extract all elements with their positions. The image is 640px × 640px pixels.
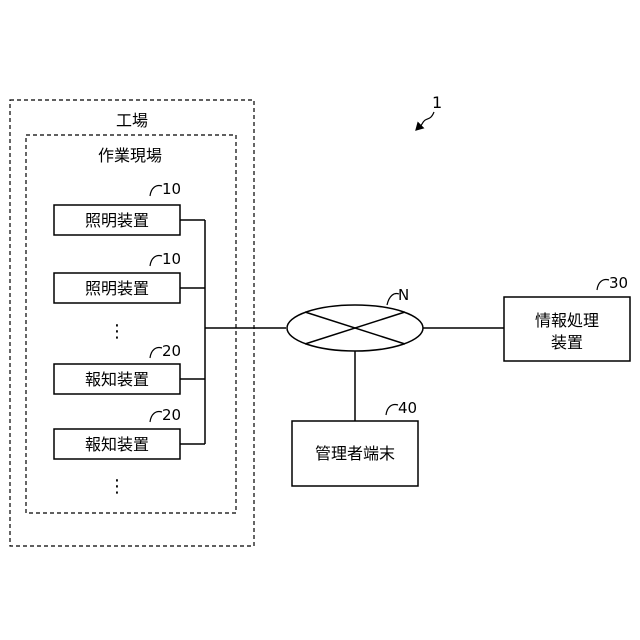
ellipsis-marker: ⋮ [108,321,126,342]
admin-terminal-label: 管理者端末 [315,444,395,463]
network-ref-label: N [398,286,409,304]
system-ref-label: 1 [432,93,442,112]
device-ref-label: 20 [162,342,181,360]
worksite-label: 作業現場 [98,146,162,165]
processor-ref-label: 30 [609,274,628,292]
device-ref-label: 10 [162,250,181,268]
lighting-device-label: 照明装置 [85,279,149,298]
ellipsis-marker: ⋮ [108,476,126,497]
admin-ref-label: 40 [398,399,417,417]
factory-label: 工場 [116,111,148,130]
device-ref-leader [150,347,162,358]
factory-boundary [10,100,254,546]
device-ref-leader [150,255,162,266]
system-ref-arrow [416,112,434,130]
device-ref-label: 10 [162,180,181,198]
device-ref-leader [150,185,162,196]
lighting-device-label: 照明装置 [85,211,149,230]
processor-ref-leader [597,279,609,290]
info-processing-device-label-line1: 情報処理 [535,311,599,330]
device-ref-leader [150,411,162,422]
device-ref-label: 20 [162,406,181,424]
admin-ref-leader [386,404,398,415]
notification-device-label: 報知装置 [85,370,149,389]
notification-device-label: 報知装置 [85,435,149,454]
info-processing-device-label-line2: 装置 [551,333,583,352]
